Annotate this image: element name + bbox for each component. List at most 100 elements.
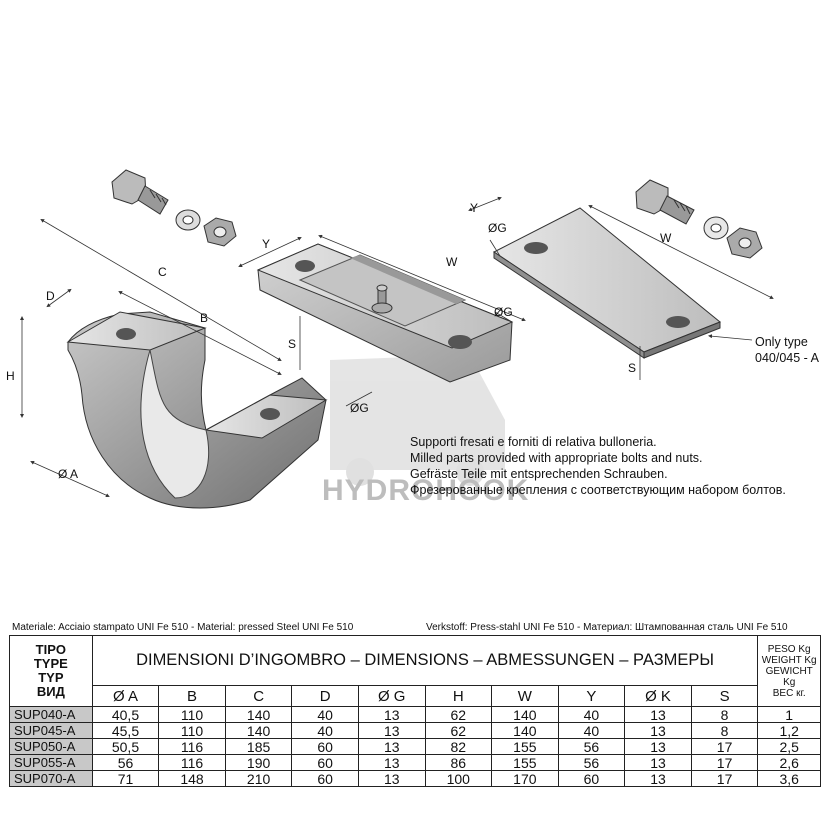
weight-cell: 1,2 bbox=[757, 722, 821, 739]
value-cell: 8 bbox=[690, 706, 759, 723]
value-cell: 110 bbox=[158, 706, 226, 723]
value-cell: 140 bbox=[224, 722, 293, 739]
value-cell: 71 bbox=[91, 770, 160, 787]
value-cell: 40 bbox=[291, 706, 359, 723]
dim-a-label: Ø A bbox=[58, 467, 78, 481]
washer-left bbox=[175, 209, 201, 231]
value-cell: 40 bbox=[291, 722, 359, 739]
material-note-right: Verkstoff: Press-stahl UNI Fe 510 - Мате… bbox=[426, 622, 788, 633]
value-cell: 60 bbox=[291, 770, 359, 787]
value-cell: 56 bbox=[91, 754, 160, 771]
dim-d-label: D bbox=[46, 289, 55, 303]
value-cell: 185 bbox=[224, 738, 293, 755]
column-header-row: Ø A B C D Ø G H W Y Ø K S bbox=[10, 685, 821, 707]
col-header-g: Ø G bbox=[357, 685, 426, 707]
value-cell: 60 bbox=[291, 738, 359, 755]
weight-cell: 2,5 bbox=[757, 738, 821, 755]
note-line-en: Milled parts provided with appropriate b… bbox=[410, 451, 703, 465]
dim-s-flat-label: S bbox=[628, 361, 636, 375]
value-cell: 148 bbox=[158, 770, 226, 787]
type-cell: SUP040-A bbox=[9, 706, 93, 723]
dim-w-flat-label: W bbox=[660, 231, 672, 245]
value-cell: 62 bbox=[424, 722, 493, 739]
technical-drawing: HYDROHOOK bbox=[6, 169, 774, 509]
col-header-y: Y bbox=[557, 685, 626, 707]
value-cell: 17 bbox=[690, 754, 759, 771]
value-cell: 170 bbox=[491, 770, 559, 787]
dimensions-title: DIMENSIONI D’INGOMBRO – DIMENSIONS – ABM… bbox=[91, 635, 759, 686]
type-cell: SUP050-A bbox=[9, 738, 93, 755]
value-cell: 56 bbox=[557, 754, 626, 771]
value-cell: 155 bbox=[491, 754, 559, 771]
value-cell: 13 bbox=[357, 706, 426, 723]
weight-cell: 2,6 bbox=[757, 754, 821, 771]
dim-c-label: C bbox=[158, 265, 167, 279]
bolt-right bbox=[635, 179, 695, 225]
type-cell: SUP055-A bbox=[9, 754, 93, 771]
value-cell: 100 bbox=[424, 770, 493, 787]
value-cell: 13 bbox=[624, 738, 692, 755]
dim-g-plate-label: ØG bbox=[494, 305, 513, 319]
value-cell: 86 bbox=[424, 754, 493, 771]
type-cell: SUP070-A bbox=[9, 770, 93, 787]
col-header-d: D bbox=[291, 685, 359, 707]
value-cell: 140 bbox=[491, 706, 559, 723]
value-cell: 13 bbox=[624, 754, 692, 771]
dim-b-label: B bbox=[200, 311, 208, 325]
value-cell: 17 bbox=[690, 770, 759, 787]
value-cell: 56 bbox=[557, 738, 626, 755]
value-cell: 190 bbox=[224, 754, 293, 771]
value-cell: 13 bbox=[357, 738, 426, 755]
col-header-k: Ø K bbox=[624, 685, 692, 707]
only-type-line-2: 040/045 - A bbox=[755, 351, 819, 365]
value-cell: 13 bbox=[357, 722, 426, 739]
value-cell: 155 bbox=[491, 738, 559, 755]
col-header-h: H bbox=[424, 685, 493, 707]
weight-header: PESO Kg WEIGHT Kg GEWICHT Kg ВЕС кг. bbox=[757, 635, 821, 707]
table-header-row: TIPO TYPE TYP ВИД DIMENSIONI D’INGOMBRO … bbox=[9, 635, 821, 707]
note-line-de: Gefräste Teile mit entsprechenden Schrau… bbox=[410, 467, 668, 481]
value-cell: 13 bbox=[357, 770, 426, 787]
col-header-b: B bbox=[158, 685, 226, 707]
value-cell: 40 bbox=[557, 722, 626, 739]
weight-cell: 3,6 bbox=[757, 770, 821, 787]
value-cell: 13 bbox=[357, 754, 426, 771]
col-header-a: Ø A bbox=[91, 685, 160, 707]
value-cell: 13 bbox=[624, 706, 692, 723]
value-cell: 62 bbox=[424, 706, 493, 723]
dim-g-flat-label: ØG bbox=[488, 221, 507, 235]
note-line-it: Supporti fresati e forniti di relativa b… bbox=[410, 435, 657, 449]
weight-cell: 1 bbox=[757, 706, 821, 723]
flat-plate bbox=[493, 207, 721, 359]
value-cell: 60 bbox=[557, 770, 626, 787]
value-cell: 110 bbox=[158, 722, 226, 739]
dim-s-plate-label: S bbox=[288, 337, 296, 351]
multilingual-note: Supporti fresati e forniti di relativa b… bbox=[410, 434, 786, 498]
value-cell: 13 bbox=[624, 770, 692, 787]
value-cell: 210 bbox=[224, 770, 293, 787]
only-type-line-1: Only type bbox=[755, 335, 808, 349]
watermark-text: HYDROHOOK bbox=[322, 474, 529, 507]
value-cell: 140 bbox=[224, 706, 293, 723]
only-type-note: Only type 040/045 - A bbox=[755, 334, 819, 366]
value-cell: 45,5 bbox=[91, 722, 160, 739]
type-header: TIPO TYPE TYP ВИД bbox=[9, 635, 93, 707]
col-header-w: W bbox=[491, 685, 559, 707]
value-cell: 140 bbox=[491, 722, 559, 739]
value-cell: 17 bbox=[690, 738, 759, 755]
dim-g-saddle-label: ØG bbox=[350, 401, 369, 415]
value-cell: 116 bbox=[158, 754, 226, 771]
value-cell: 8 bbox=[690, 722, 759, 739]
col-header-s: S bbox=[690, 685, 759, 707]
type-cell: SUP045-A bbox=[9, 722, 93, 739]
dim-y-plate-label: Y bbox=[262, 237, 270, 251]
value-cell: 13 bbox=[624, 722, 692, 739]
washer-right bbox=[703, 216, 729, 240]
col-header-c: C bbox=[224, 685, 293, 707]
dim-w-plate-label: W bbox=[446, 255, 458, 269]
dim-y-flat-label: Y bbox=[470, 201, 478, 215]
value-cell: 50,5 bbox=[91, 738, 160, 755]
